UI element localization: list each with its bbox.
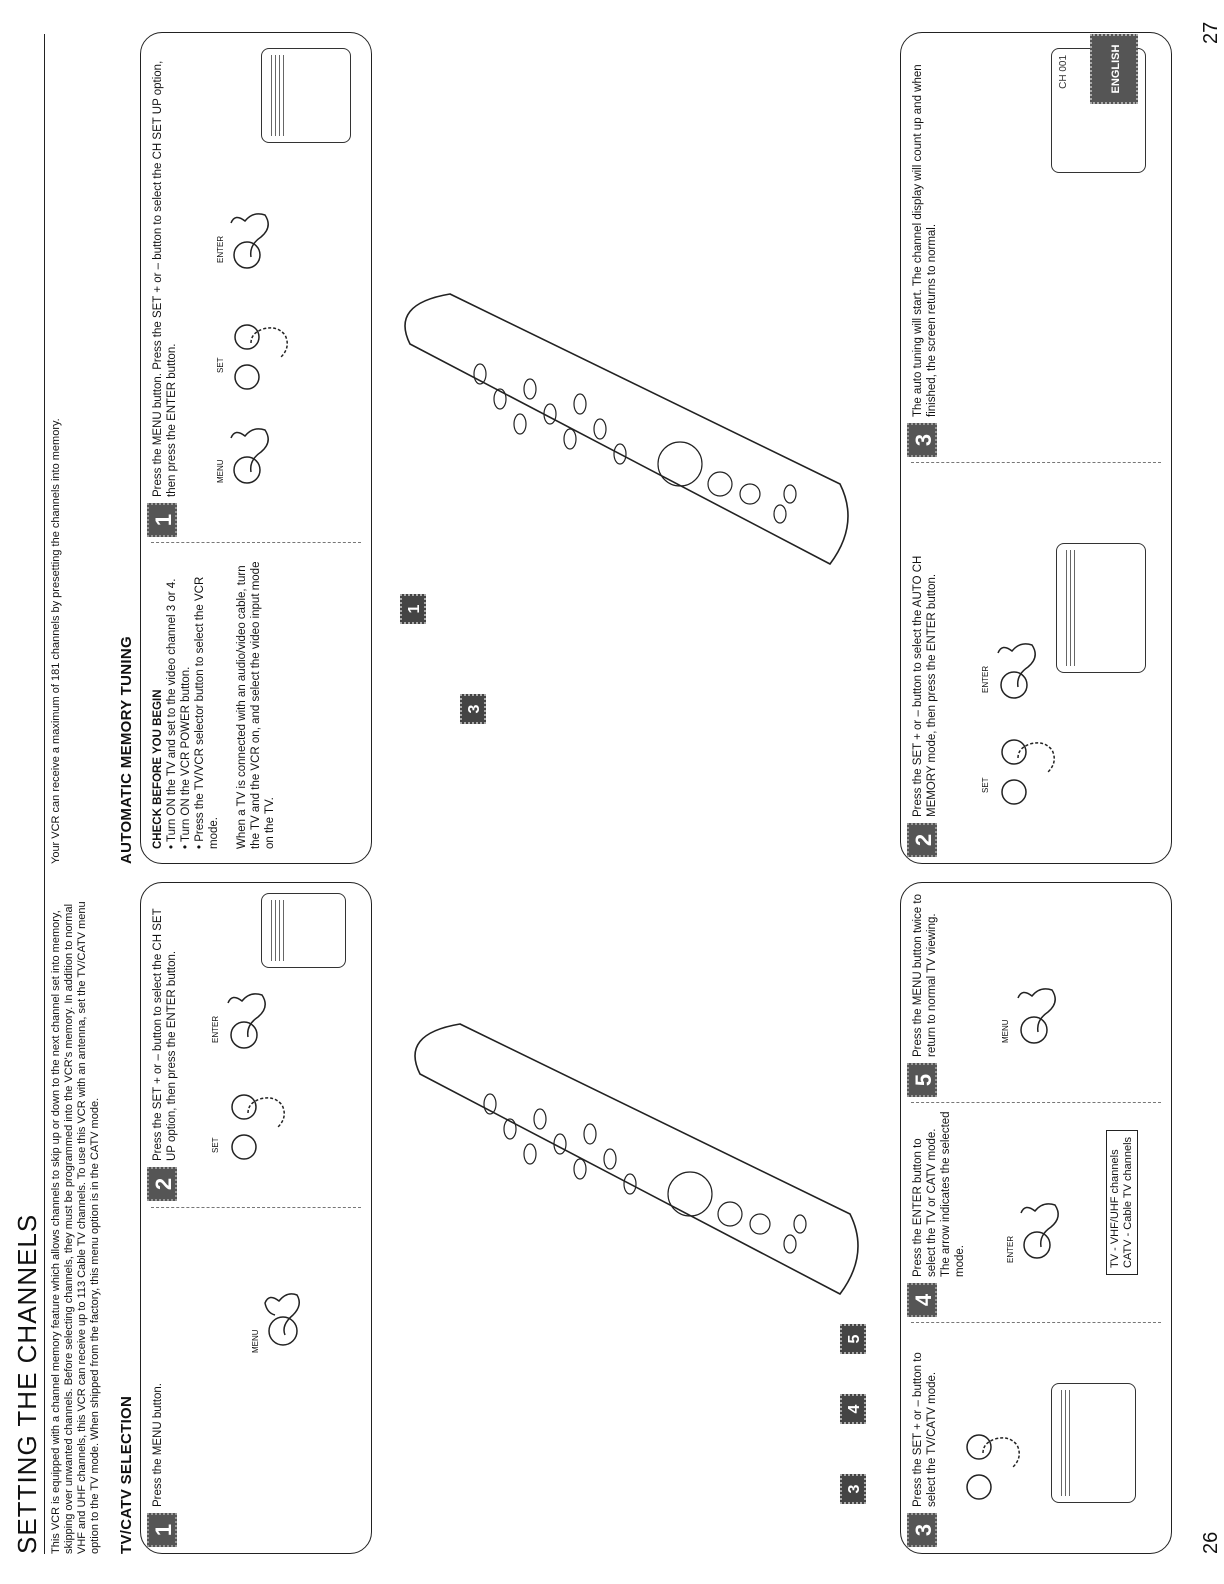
page-number-right: 27 [1200,21,1222,44]
osd-channel-display: CH 001 [1058,55,1069,89]
step-4-text: Press the ENTER button to select the TV … [912,1111,966,1277]
step-divider [911,462,1161,463]
auto-step-1-number: 1 [147,503,177,537]
tvcatv-top-box: 1 Press the MENU button. MENU 2 Press th… [140,882,372,1554]
auto-step-3-number: 3 [907,423,937,457]
auto-step-3-text: The auto tuning will start. The channel … [912,64,938,417]
hand-press-set-icon [1001,739,1055,805]
step-divider [151,1207,361,1208]
step-1-text: Press the MENU button. [152,1383,164,1507]
enter-label: ENTER [216,235,225,263]
hand-press-menu-icon [230,428,269,484]
set-label: SET [981,777,990,793]
enter-label: ENTER [981,665,990,693]
right-intro-text: Your VCR can receive a maximum of 181 ch… [50,418,62,864]
check-item-3: • Press the TV/VCR selector button to se… [194,576,220,849]
step-divider [151,542,361,543]
step-3-text: Press the SET + or – button to select th… [912,1352,938,1507]
menu-label: MENU [251,1329,260,1353]
tvcatv-heading: TV/CATV SELECTION [118,1395,135,1554]
callout-step-1-2: 1 [400,594,426,624]
step-4-number: 4 [907,1283,937,1317]
check-title: CHECK BEFORE YOU BEGIN [152,689,164,849]
remote-control-illustration [414,1023,859,1296]
step-5-text: Press the MENU button twice to return to… [912,894,938,1057]
set-label: SET [216,357,225,373]
title-rule [44,34,45,1554]
menu-label: MENU [1001,1019,1010,1043]
tvcatv-bottom-box: 3 Press the SET + or – button to select … [900,882,1172,1554]
osd-screen [1056,543,1146,673]
auto-heading: AUTOMATIC MEMORY TUNING [118,635,135,864]
callout-step-4: 4 [840,1394,866,1424]
menu-label: MENU [216,459,225,483]
hand-press-enter-icon [997,643,1036,699]
check-item-2: • Turn ON the VCR POWER button. [180,666,192,849]
check-before-panel: CHECK BEFORE YOU BEGIN • Turn ON the TV … [151,559,277,849]
page-number-left: 26 [1200,1531,1222,1554]
hand-press-menu-icon [264,1293,300,1346]
enter-label: ENTER [1006,1235,1015,1263]
callout-step-3: 3 [460,694,486,724]
hand-press-menu-icon [1017,988,1056,1044]
step-5-number: 5 [907,1063,937,1097]
set-label: SET [211,1137,220,1153]
mode-catv: CATV - Cable TV channels [1122,1136,1134,1268]
check-note: When a TV is connected with an audio/vid… [236,561,276,849]
auto-step-2-number: 2 [907,823,937,857]
osd-screen [261,893,346,968]
remote-control-illustration [404,293,849,566]
callout-step-5: 5 [840,1324,866,1354]
hand-press-enter-icon [1020,1203,1059,1259]
step-1-number: 1 [147,1513,177,1547]
auto-step-1-text: Press the MENU button. Press the SET + o… [152,60,178,497]
auto-step-2-text: Press the SET + or – button to select th… [912,555,938,817]
language-tab: ENGLISH [1090,34,1138,104]
mode-tv: TV - VHF/UHF channels [1109,1149,1121,1268]
osd-screen [1051,1383,1136,1503]
auto-top-box: CHECK BEFORE YOU BEGIN • Turn ON the TV … [140,32,372,864]
mode-legend: TV - VHF/UHF channels CATV - Cable TV ch… [1106,1129,1138,1275]
step-divider [911,1102,1161,1103]
step-3-number: 3 [907,1513,937,1547]
hand-press-set-icon [234,324,288,390]
hand-press-enter-icon [230,213,269,269]
check-item-1: • Turn ON the TV and set to the video ch… [166,578,178,849]
page-title: SETTING THE CHANNELS [12,1213,42,1554]
osd-screen [261,48,351,143]
hand-press-enter-icon [227,993,266,1049]
step-2-number: 2 [147,1167,177,1201]
step-divider [911,1322,1161,1323]
enter-label: ENTER [211,1015,220,1043]
auto-bottom-box: 2 Press the SET + or – button to select … [900,32,1172,864]
hand-press-set-icon [231,1094,285,1160]
intro-text: This VCR is equipped with a channel memo… [50,901,101,1554]
callout-step-3: 3 [840,1474,866,1504]
hand-press-set-icon [966,1434,1020,1500]
step-2-text: Press the SET + or – button to select th… [152,908,178,1161]
